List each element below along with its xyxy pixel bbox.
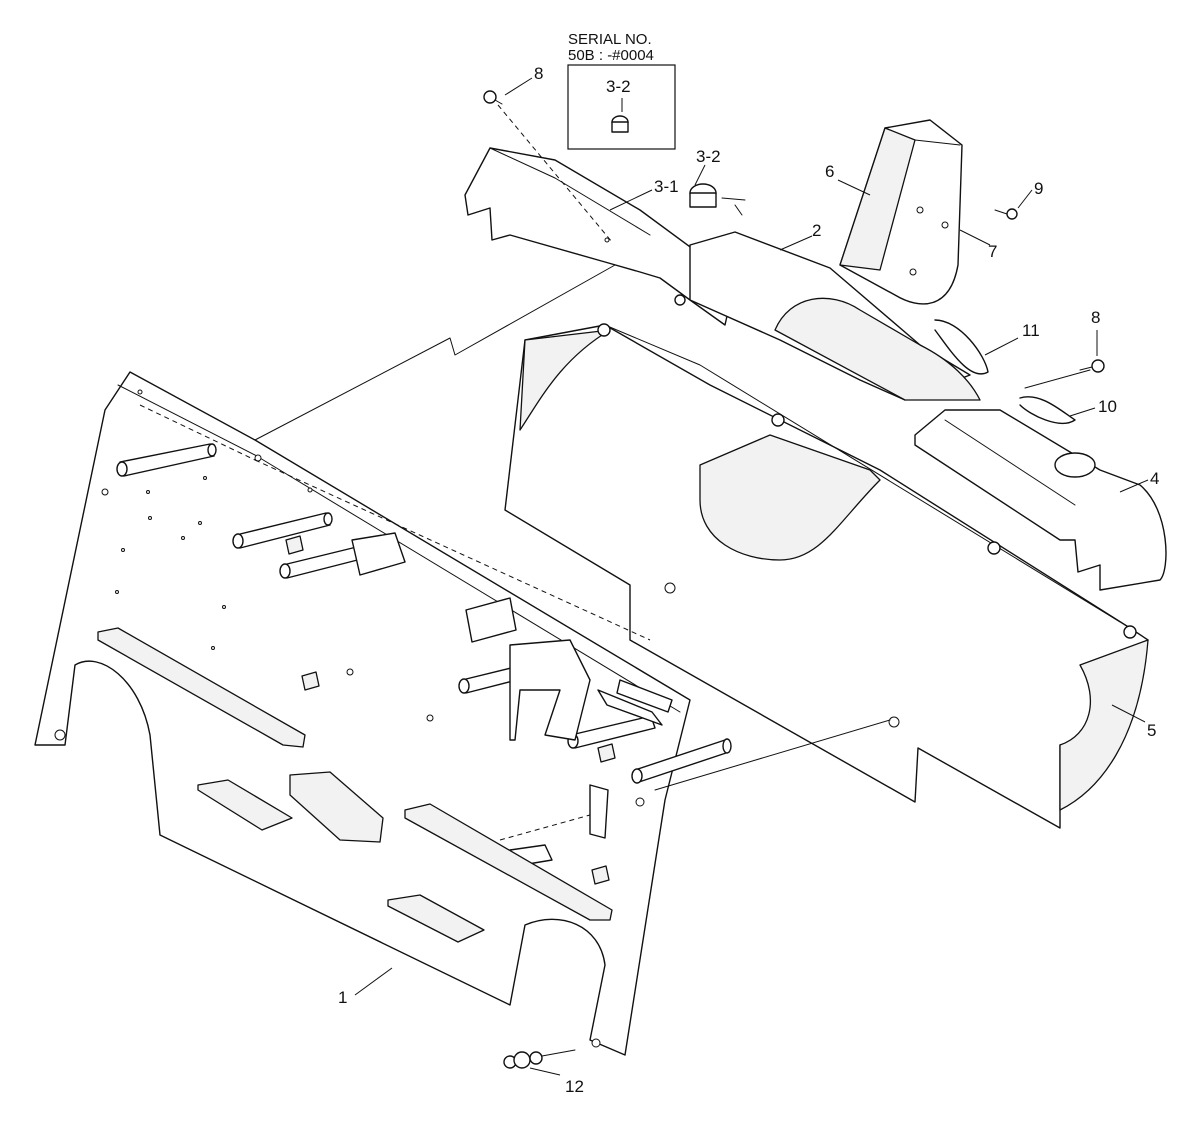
callout-12: 12	[565, 1077, 584, 1096]
left-cover-part-3-1	[464, 147, 736, 326]
callout-10: 10	[1098, 397, 1117, 416]
callout-5: 5	[1147, 721, 1156, 740]
bolt-set-part-12	[503, 1049, 576, 1069]
callout-3-2: 3-2	[696, 147, 721, 166]
callout-11: 11	[1022, 321, 1040, 340]
bolt-part-9	[994, 208, 1018, 220]
center-cover-part-2	[689, 231, 981, 401]
serial-note-line1: SERIAL NO.	[568, 31, 652, 48]
serial-note-line2: 50B : -#0004	[568, 47, 654, 64]
callout-7: 7	[988, 242, 997, 261]
callout-9: 9	[1034, 179, 1043, 198]
callout-1: 1	[338, 988, 347, 1007]
serial-inset: SERIAL NO. 50B : -#0004 3-2	[567, 31, 676, 150]
rear-panel-part-1	[34, 371, 732, 1056]
serial-inset-label: 3-2	[606, 77, 631, 96]
bolt-part-8-top	[483, 90, 503, 105]
callout-8-right: 8	[1091, 308, 1100, 327]
right-cover-part-4	[914, 409, 1167, 591]
harness-part-10	[1019, 396, 1076, 424]
callout-4: 4	[1150, 469, 1159, 488]
key-switch-part-3-2	[689, 183, 746, 216]
console-stand-part-6-7	[839, 119, 963, 305]
callout-6: 6	[825, 162, 834, 181]
harness-part-11	[934, 319, 989, 375]
callout-8-top: 8	[534, 64, 543, 83]
callout-leaders	[354, 77, 1149, 1076]
callout-2: 2	[812, 221, 821, 240]
callout-3-1: 3-1	[654, 177, 679, 196]
bolt-part-8-right	[1079, 359, 1105, 373]
inset-switch-icon	[611, 115, 629, 133]
side-panel-part-5	[504, 323, 1149, 829]
